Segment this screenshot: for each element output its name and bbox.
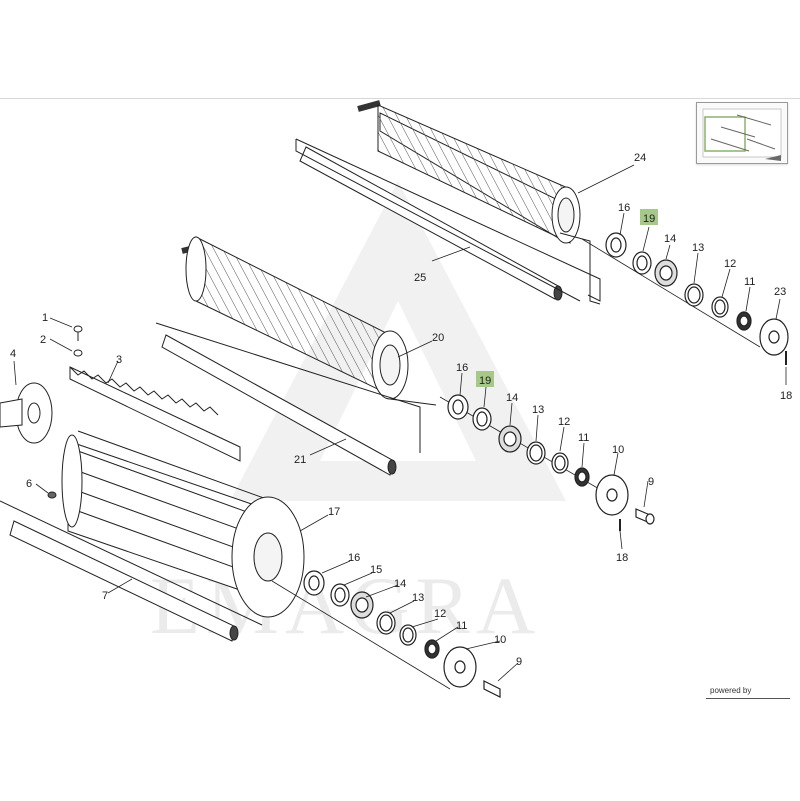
part-label-20[interactable]: 20 <box>432 332 444 344</box>
roller-24 <box>357 100 601 305</box>
part-label-11-middle[interactable]: 11 <box>578 432 589 444</box>
part-label-11-top[interactable]: 11 <box>744 276 755 288</box>
highlight-19-top[interactable] <box>640 209 658 225</box>
part-label-13-lower[interactable]: 13 <box>412 592 424 604</box>
part-label-24[interactable]: 24 <box>634 152 646 164</box>
part-label-10-lower[interactable]: 10 <box>494 634 506 646</box>
part-label-10-middle[interactable]: 10 <box>612 444 624 456</box>
roller-17 <box>61 430 305 618</box>
part-label-12-middle[interactable]: 12 <box>558 416 570 428</box>
part-label-16-lower[interactable]: 16 <box>348 552 360 564</box>
part-labels: 24 16 19 14 13 12 11 23 18 25 20 16 19 1… <box>10 152 792 668</box>
part-label-6[interactable]: 6 <box>26 478 32 490</box>
part-label-12-lower[interactable]: 12 <box>434 608 446 620</box>
flange-4 <box>0 382 53 444</box>
part-label-14-middle[interactable]: 14 <box>506 392 518 404</box>
nut-6 <box>47 491 57 499</box>
part-label-11-lower[interactable]: 11 <box>456 620 467 632</box>
shaft-25 <box>295 138 601 302</box>
part-label-16-top[interactable]: 16 <box>618 202 630 214</box>
part-label-12-top[interactable]: 12 <box>724 258 736 270</box>
part-label-3[interactable]: 3 <box>116 354 122 366</box>
part-label-19-top[interactable]: 19 <box>643 213 655 225</box>
shaft-7 <box>0 500 263 642</box>
part-label-21[interactable]: 21 <box>294 454 306 466</box>
part-label-13-top[interactable]: 13 <box>692 242 704 254</box>
roller-20 <box>155 236 437 453</box>
shaft-21 <box>161 334 397 476</box>
powered-by-label: powered by <box>710 686 752 695</box>
part-label-1[interactable]: 1 <box>42 312 48 324</box>
bearing-stack-lower <box>271 570 501 698</box>
part-label-15[interactable]: 15 <box>370 564 382 576</box>
powered-by-divider <box>706 698 790 699</box>
part-label-14-top[interactable]: 14 <box>664 233 676 245</box>
part-label-14-lower[interactable]: 14 <box>394 578 406 590</box>
minimap-icon <box>702 108 782 161</box>
part-label-23[interactable]: 23 <box>774 286 786 298</box>
bearing-stack-top <box>581 232 789 365</box>
highlight-19-middle[interactable] <box>476 371 494 387</box>
part-label-2[interactable]: 2 <box>40 334 46 346</box>
minimap-thumbnail[interactable] <box>696 102 788 164</box>
part-label-25[interactable]: 25 <box>414 272 426 284</box>
part-label-9-lower[interactable]: 9 <box>516 656 522 668</box>
parts-diagram: EMAGRA <box>0 100 792 698</box>
leader-lines <box>13 164 787 682</box>
part-label-17[interactable]: 17 <box>328 506 340 518</box>
bolt-1 <box>73 325 83 341</box>
part-label-7[interactable]: 7 <box>102 590 108 602</box>
part-label-16-middle[interactable]: 16 <box>456 362 468 374</box>
blade-3 <box>69 366 241 462</box>
part-label-13-middle[interactable]: 13 <box>532 404 544 416</box>
bearing-stack-middle <box>439 394 655 531</box>
part-label-18-middle[interactable]: 18 <box>616 552 628 564</box>
washer-2 <box>73 349 83 357</box>
part-label-9-middle[interactable]: 9 <box>648 476 654 488</box>
part-label-18-top[interactable]: 18 <box>780 390 792 402</box>
part-label-4[interactable]: 4 <box>10 348 16 360</box>
diagram-viewer: EMAGRA <box>0 98 800 801</box>
part-label-19-middle[interactable]: 19 <box>479 375 491 387</box>
